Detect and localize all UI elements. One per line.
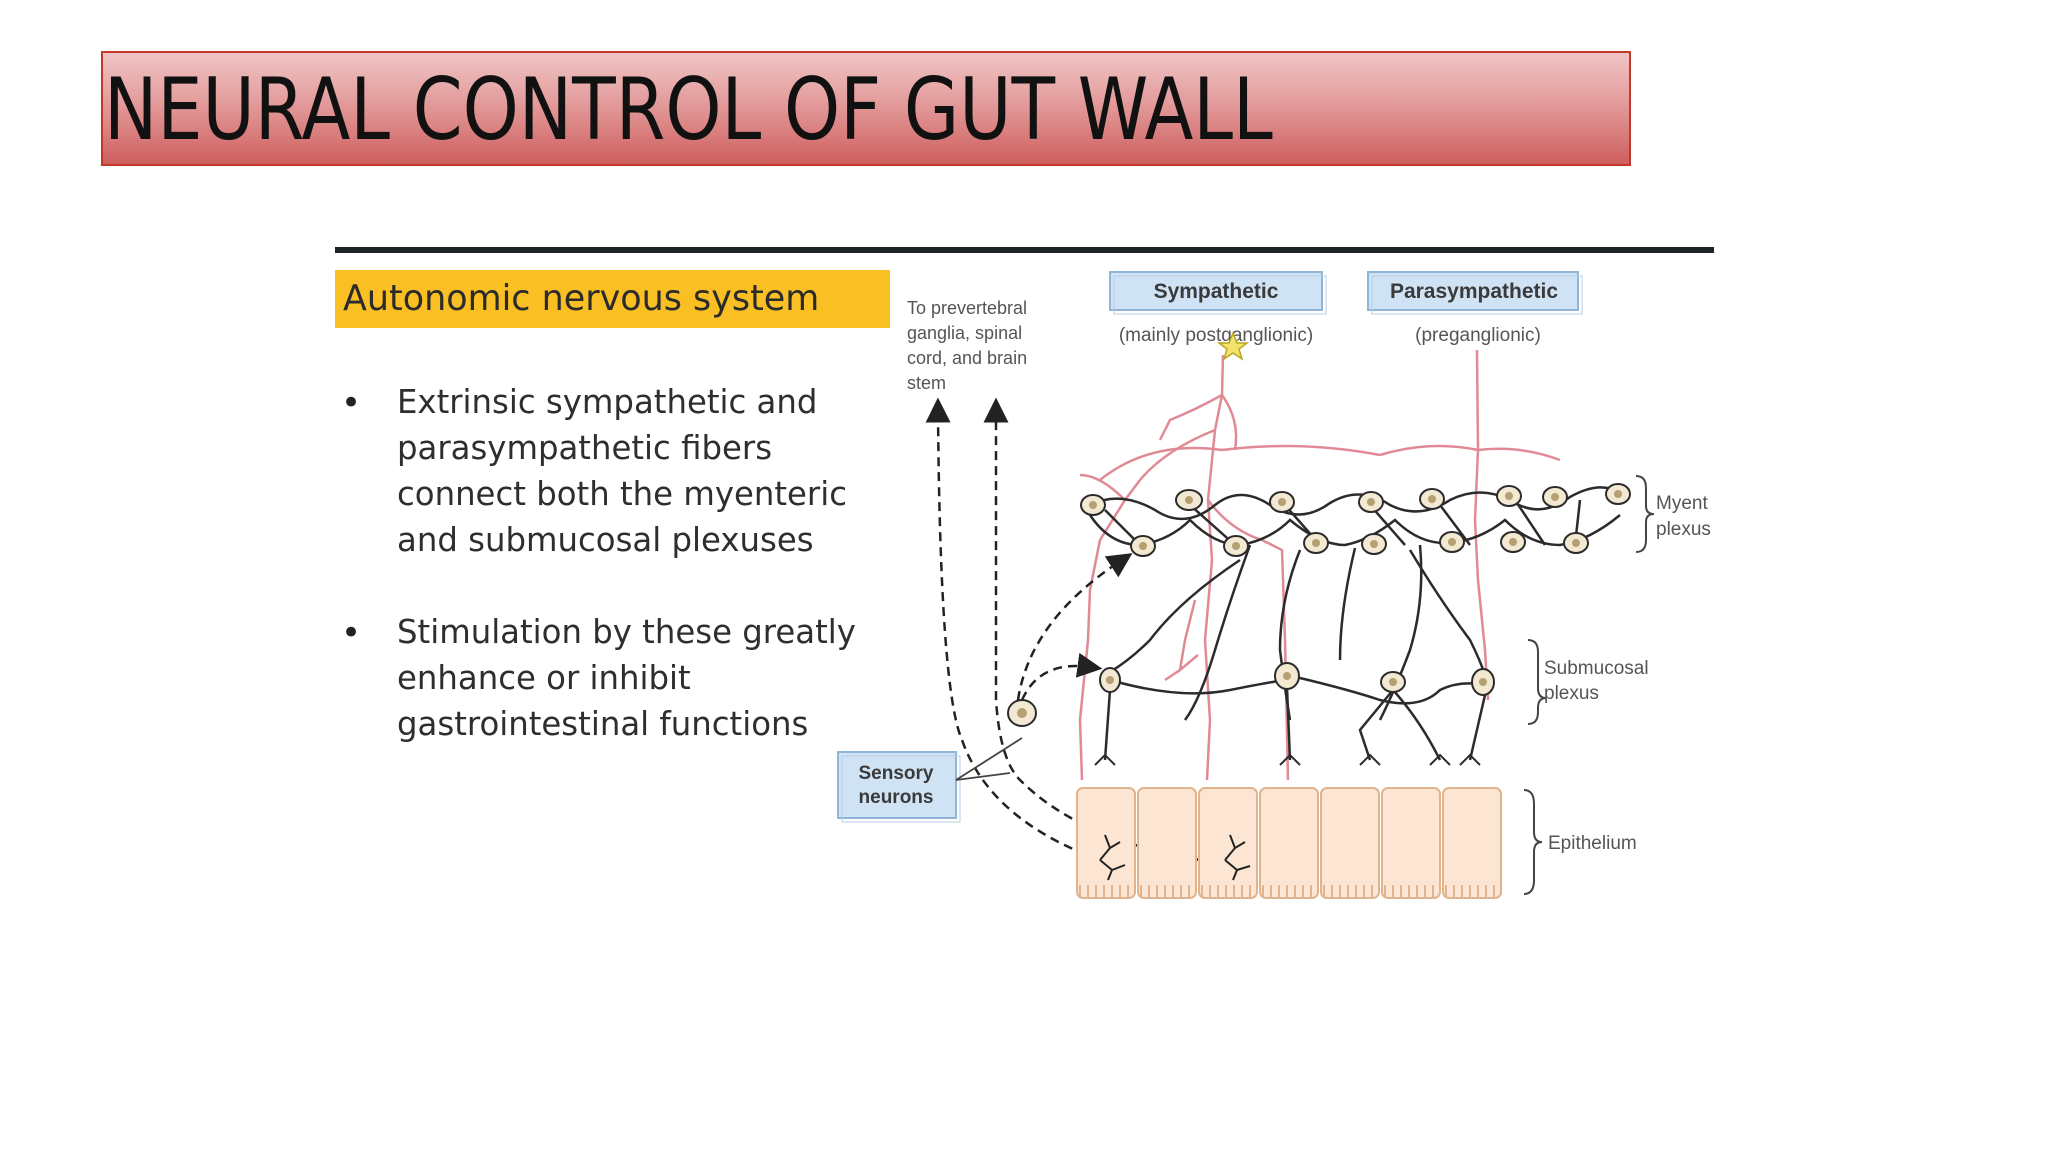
slide-title: NEURAL CONTROL OF GUT WALL: [104, 60, 1273, 160]
neuron-cell: [1471, 668, 1495, 696]
microvilli: [1079, 885, 1495, 898]
sensory-leader-lines: [955, 737, 1023, 781]
neuron-cell: [1439, 531, 1465, 553]
neuron-cell: [1563, 532, 1589, 554]
bullet-1-line-3: connect both the myenteric: [397, 474, 848, 513]
sensory-label-1: Sensory: [859, 763, 934, 784]
parasympathetic-label: Parasympathetic: [1390, 280, 1558, 303]
epithelial-cell: [1442, 787, 1502, 899]
bullet-1-line-1: Extrinsic sympathetic and: [397, 382, 818, 421]
neuron-cell: [1500, 531, 1526, 553]
figure-top-rule: [335, 247, 1714, 253]
neuron-cell: [1496, 485, 1522, 507]
sensory-neuron: [1007, 699, 1037, 727]
epithelial-cell: [1076, 787, 1136, 899]
sympathetic-sub-label: (mainly postganglionic): [1119, 325, 1313, 346]
sympathetic-box: [1109, 271, 1323, 311]
heading-highlight: [335, 270, 890, 328]
neuron-cell: [1358, 491, 1384, 513]
neuron-cell: [1380, 671, 1406, 693]
sensory-label-2: neurons: [859, 787, 934, 808]
sensory-neurons-box: [837, 751, 957, 819]
epithelium-label: Epithelium: [1548, 833, 1637, 854]
myenteric-label-1: Myent: [1656, 493, 1708, 514]
myenteric-neurons: [1080, 483, 1631, 557]
neuron-cell: [1080, 494, 1106, 516]
extrinsic-fibers: [1078, 349, 1561, 781]
prevertebral-label-1: To prevertebral: [907, 298, 1027, 318]
neuron-cell: [1419, 488, 1445, 510]
parasympathetic-box: [1367, 271, 1579, 311]
neuron-cell: [1269, 491, 1295, 513]
myenteric-label-2: plexus: [1656, 519, 1711, 540]
neuron-cell: [1175, 489, 1203, 511]
prevertebral-label-4: stem: [907, 373, 946, 393]
prevertebral-label-2: ganglia, spinal: [907, 323, 1022, 343]
star-icon: [1216, 330, 1250, 361]
figure-heading: Autonomic nervous system: [343, 278, 820, 319]
neuron-cell: [1130, 535, 1156, 557]
neuron-cell: [1099, 667, 1121, 693]
bullet-marker-1: •: [341, 383, 362, 423]
nerve-endings: [1094, 753, 1481, 766]
sensory-endings: [1099, 834, 1251, 881]
epithelial-cell: [1259, 787, 1319, 899]
neuron-cell: [1605, 483, 1631, 505]
epithelial-cell: [1381, 787, 1441, 899]
bullet-marker-2: •: [341, 613, 362, 653]
epithelial-cell: [1320, 787, 1380, 899]
bullet-1-line-4: and submucosal plexuses: [397, 520, 814, 559]
neuron-cell: [1303, 532, 1329, 554]
epithelium-cells: [1076, 787, 1502, 899]
submucosal-network: [1103, 676, 1487, 761]
neuron-cell: [1274, 662, 1300, 690]
bullet-2-line-3: gastrointestinal functions: [397, 704, 809, 743]
sympathetic-label: Sympathetic: [1154, 280, 1279, 303]
submucosal-label-1: Submucosal: [1544, 658, 1649, 679]
submucosal-neurons: [1099, 662, 1495, 696]
epithelial-cell: [1198, 787, 1258, 899]
myenteric-network: [1088, 486, 1621, 721]
neuron-cell: [1542, 486, 1568, 508]
epithelial-cell: [1137, 787, 1197, 899]
neuron-cell: [1361, 533, 1387, 555]
parasympathetic-sub-label: (preganglionic): [1415, 325, 1541, 346]
submucosal-label-2: plexus: [1544, 683, 1599, 704]
bullet-1-line-2: parasympathetic fibers: [397, 428, 773, 467]
brackets: [1523, 475, 1655, 895]
neuron-cell: [1223, 535, 1249, 557]
bullet-2-line-1: Stimulation by these greatly: [397, 612, 856, 651]
prevertebral-label-3: cord, and brain: [907, 348, 1027, 368]
title-box: [101, 51, 1631, 166]
bullet-2-line-2: enhance or inhibit: [397, 658, 691, 697]
